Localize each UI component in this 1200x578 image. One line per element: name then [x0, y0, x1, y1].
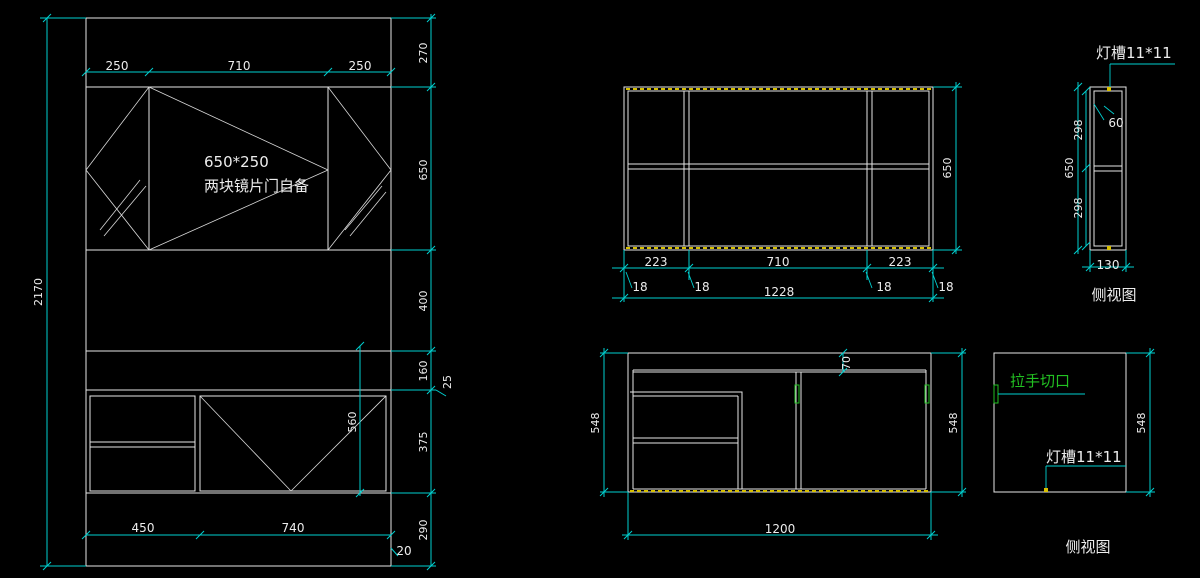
dim-thk-3: 18 — [876, 280, 891, 294]
front-outline — [85, 17, 392, 567]
side-lower-slot-label: 灯槽11*11 — [1046, 448, 1122, 466]
dim-upper-height: 650 — [941, 158, 954, 179]
side-lower-height: 548 — [1135, 413, 1148, 434]
dim-h-650: 650 — [417, 160, 430, 181]
drawer-box — [89, 395, 196, 492]
dim-20: 20 — [396, 544, 411, 558]
dim-560: 560 — [346, 412, 359, 433]
dim-upper-total-width: 1228 — [764, 285, 795, 299]
mirror-note-desc: 两块镜片门自备 — [204, 177, 309, 195]
side-upper-offset: 60 — [1108, 116, 1123, 130]
side-upper-seg2: 298 — [1072, 198, 1085, 219]
dim-thk-2: 18 — [694, 280, 709, 294]
side-view-upper: 灯槽11*11 650 298 298 60 130 侧视图 — [1063, 44, 1175, 304]
mirror-note-size: 650*250 — [204, 153, 269, 171]
side-upper-title: 侧视图 — [1091, 286, 1136, 304]
side-view-lower: 拉手切口 灯槽11*11 548 侧视图 — [993, 348, 1155, 556]
dim-total-height: 2170 — [32, 278, 45, 306]
dim-bottom-w1: 450 — [132, 521, 155, 535]
dim-lower-height-left: 548 — [589, 413, 602, 434]
dim-thk-1: 18 — [632, 280, 647, 294]
dim-upper-w3: 223 — [889, 255, 912, 269]
lower-cabinet-outline — [627, 352, 932, 493]
side-lower-handle-label: 拉手切口 — [1010, 372, 1070, 390]
dim-h-270: 270 — [417, 43, 430, 64]
dim-lower-total-width: 1200 — [765, 522, 796, 536]
side-upper-outline — [1089, 86, 1127, 251]
dim-h-290: 290 — [417, 520, 430, 541]
mirror-door-hatch — [85, 86, 392, 251]
dim-lower-top-gap: 70 — [840, 356, 853, 370]
front-elevation: 650*250 两块镜片门自备 2170 250 710 250 450 740 — [32, 13, 454, 571]
dim-lower-height-right: 548 — [947, 413, 960, 434]
upper-cabinet-view: 650 223 710 223 18 18 18 18 1228 — [612, 82, 962, 303]
dim-upper-w2: 710 — [767, 255, 790, 269]
dim-h-160: 160 — [417, 361, 430, 382]
handle-cutout-mark — [993, 384, 999, 404]
dim-h-400: 400 — [417, 291, 430, 312]
dim-thk-4: 18 — [938, 280, 953, 294]
side-upper-seg1: 298 — [1072, 120, 1085, 141]
side-upper-height: 650 — [1063, 158, 1076, 179]
lower-cabinet-view: 70 548 548 1200 — [589, 348, 967, 540]
dim-top-w1: 250 — [106, 59, 129, 73]
lower-door — [199, 395, 387, 492]
dim-bottom-w2: 740 — [282, 521, 305, 535]
dim-25: 25 — [441, 375, 454, 389]
dim-upper-w1: 223 — [645, 255, 668, 269]
dim-h-375: 375 — [417, 432, 430, 453]
side-upper-slot-label: 灯槽11*11 — [1096, 44, 1172, 62]
side-lower-title: 侧视图 — [1065, 538, 1110, 556]
dim-top-w2: 710 — [228, 59, 251, 73]
side-lower-outline — [993, 352, 1127, 493]
dim-top-w3: 250 — [349, 59, 372, 73]
side-upper-depth: 130 — [1097, 258, 1120, 272]
upper-cabinet-outline — [623, 86, 934, 251]
